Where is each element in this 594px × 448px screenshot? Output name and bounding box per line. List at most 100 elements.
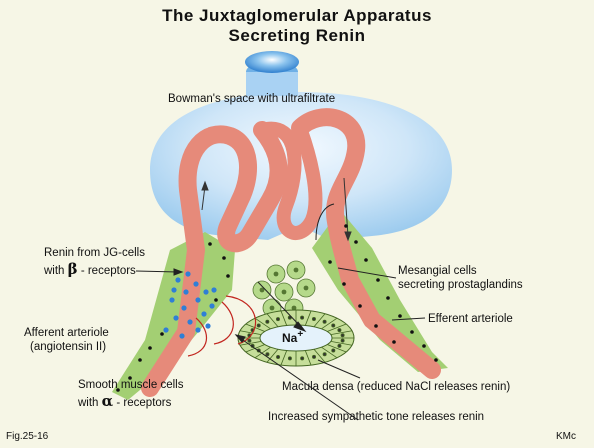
jg-granule <box>195 297 201 303</box>
mesangial-cells <box>252 260 316 318</box>
macula-cell-border <box>254 346 271 359</box>
jg-granule <box>193 281 199 287</box>
jg-granule <box>185 271 191 277</box>
macula-cell-nucleus <box>322 352 327 357</box>
smooth-muscle-nucleus <box>376 278 380 282</box>
renin-jg-label-line2: with β - receptors <box>44 262 136 278</box>
macula-cell-nucleus <box>331 323 336 328</box>
macula-cell-nucleus <box>287 315 292 320</box>
smooth-muscle-nuclei <box>116 224 438 392</box>
smooth-muscle-nucleus <box>354 240 358 244</box>
macula-cell-nucleus <box>256 323 261 328</box>
jg-granule <box>181 305 187 311</box>
macula-cell-nucleus <box>276 354 281 359</box>
macula-cell-nucleus <box>312 354 317 359</box>
smooth-muscle-nucleus <box>364 258 368 262</box>
smooth-muscle-nucleus <box>148 346 152 350</box>
macula-cell-border <box>239 330 262 336</box>
macula-cell-nucleus <box>275 317 280 322</box>
capsule-neck-opening <box>245 51 299 73</box>
macula-densa <box>237 309 355 367</box>
bowman-space-label: Bowman's space with ultrafiltrate <box>168 93 336 105</box>
mesangial-nucleus <box>291 305 297 311</box>
mesangial-prostaglandins-label: secreting prostaglandins <box>398 279 523 291</box>
figure-number: Fig.25-16 <box>6 431 49 442</box>
alpha-symbol: α <box>101 392 114 410</box>
macula-cell-border <box>321 346 338 359</box>
beta-symbol: β <box>67 260 78 278</box>
macula-cell-border <box>330 330 353 336</box>
smooth-muscle-nucleus <box>374 324 378 328</box>
sodium-text: Na <box>282 331 298 345</box>
macula-cell-border <box>327 323 347 332</box>
macula-cell-border <box>254 317 271 330</box>
jg-granule <box>171 287 177 293</box>
jg-granule <box>187 319 193 325</box>
macula-cell-border <box>266 313 279 328</box>
mesangial-nucleus <box>303 285 309 291</box>
smooth-muscle-nucleus <box>328 260 332 264</box>
smooth-receptors-text: - receptors <box>116 397 172 409</box>
smooth-muscle-nucleus <box>116 388 120 392</box>
smooth-muscle-nucleus <box>422 344 426 348</box>
macula-cell-nucleus <box>331 348 336 353</box>
smooth-muscle-nucleus <box>434 358 438 362</box>
jg-granule <box>175 277 181 283</box>
macula-cell-nucleus <box>337 343 342 348</box>
jg-granule <box>211 287 217 293</box>
macula-cell-border <box>330 340 353 346</box>
mesangial-nucleus <box>259 287 265 293</box>
smooth-muscle-nucleus <box>226 274 230 278</box>
figure-subtitle: Secreting Renin <box>228 26 366 45</box>
mesangial-nucleus <box>281 289 287 295</box>
jg-granule <box>195 327 201 333</box>
capillary-loop-right <box>291 108 441 379</box>
smooth-muscle-nucleus <box>358 304 362 308</box>
jg-granule <box>209 303 215 309</box>
smooth-muscle-nucleus <box>208 242 212 246</box>
macula-cell-nucleus <box>340 333 345 338</box>
jg-granule-cells <box>163 271 217 339</box>
capillary-loop-middle <box>255 121 323 240</box>
macula-cell-border <box>304 350 312 366</box>
mesangial-cells-label: Mesangial cells <box>398 265 477 277</box>
smooth-muscle-nucleus <box>410 330 414 334</box>
macula-cell-border <box>266 348 279 363</box>
jg-granule <box>173 315 179 321</box>
macula-cell-nucleus <box>265 319 270 324</box>
jg-granule <box>201 311 207 317</box>
macula-cell-nucleus <box>300 315 305 320</box>
smooth-muscle-nucleus <box>392 340 396 344</box>
jg-granule <box>183 289 189 295</box>
macula-cell-nucleus <box>311 317 316 322</box>
smooth-muscle-nucleus <box>138 358 142 362</box>
smooth-muscle-nucleus <box>342 282 346 286</box>
macula-cell-border <box>313 348 326 363</box>
smooth-muscle-nucleus <box>344 224 348 228</box>
macula-cell-border <box>313 313 326 328</box>
smooth-muscle-label-line1: Smooth muscle cells <box>78 379 184 391</box>
sodium-label: Na+ <box>282 328 303 345</box>
jg-granule <box>169 297 175 303</box>
author-initials: KMc <box>556 431 576 442</box>
smooth-muscle-label-line2: with α - receptors <box>78 394 171 410</box>
jg-granule <box>163 327 169 333</box>
afferent-arteriole-label: Afferent arteriole <box>24 327 109 339</box>
jg-granule <box>179 333 185 339</box>
renin-jg-label-line1: Renin from JG-cells <box>44 247 145 259</box>
sympathetic-nerve-fibers <box>187 295 256 357</box>
jg-granule <box>205 323 211 329</box>
capillary-loop-left <box>141 121 288 397</box>
mesangial-nucleus <box>273 271 279 277</box>
macula-cell-border <box>239 340 262 346</box>
mesangial-nucleus <box>269 305 275 311</box>
figure-title: The Juxtaglomerular Apparatus <box>162 6 432 25</box>
macula-cell-nucleus <box>265 352 270 357</box>
macula-cell-border <box>280 350 288 366</box>
macula-cell-nucleus <box>287 356 292 361</box>
smooth-muscle-nucleus <box>214 298 218 302</box>
smooth-with-text: with <box>78 397 99 409</box>
afferent-angiotensin-label: (angiotensin II) <box>30 341 107 353</box>
afferent-arteriole-wall <box>112 232 235 400</box>
